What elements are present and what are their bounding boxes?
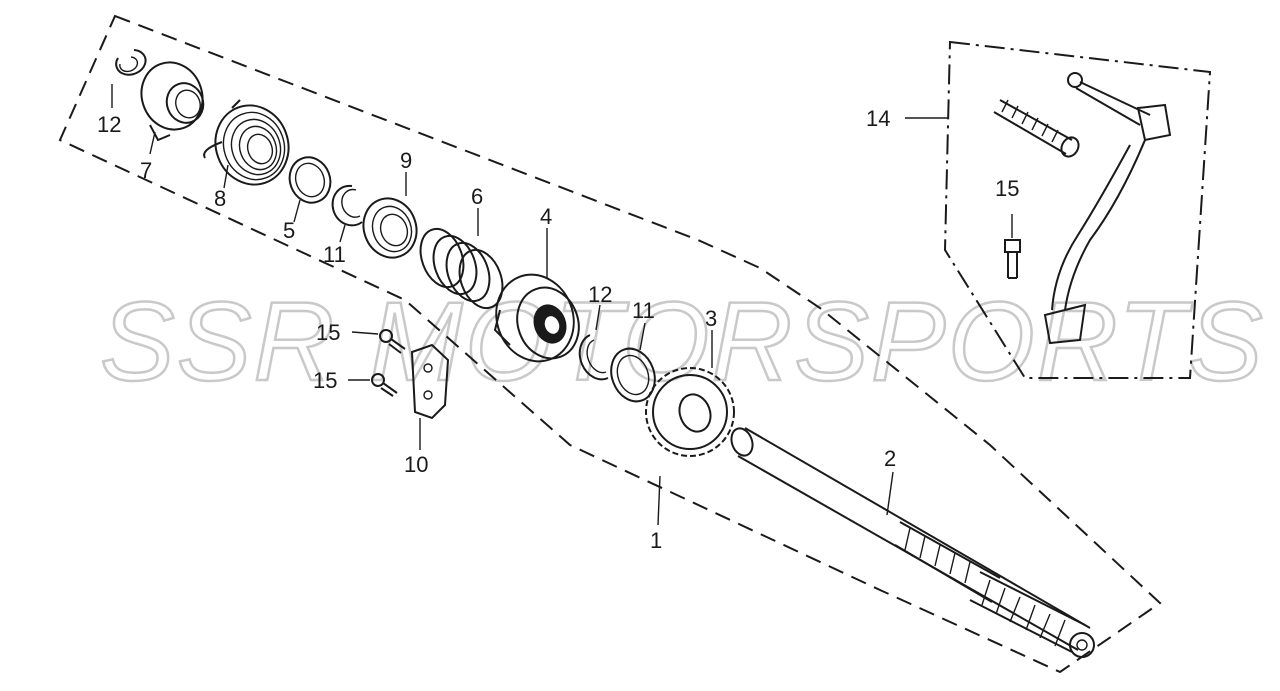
callout-10: 10 bbox=[404, 452, 428, 477]
part-7-kick-guide bbox=[140, 61, 205, 142]
assembly-boundary bbox=[58, 14, 1162, 674]
callout-9: 9 bbox=[400, 148, 412, 173]
part-3-kick-gear bbox=[645, 367, 735, 457]
part-13-circlip bbox=[115, 49, 147, 76]
kick-lever-boundary bbox=[943, 40, 1212, 379]
part-14-kick-lever bbox=[993, 72, 1172, 345]
part-15-bolt-upper bbox=[379, 329, 406, 354]
part-2-kick-shaft bbox=[730, 427, 1095, 658]
part-8-kick-spring bbox=[203, 99, 290, 186]
callout-3: 3 bbox=[705, 306, 717, 331]
callout-4: 4 bbox=[540, 204, 552, 229]
callout-12-lower: 12 bbox=[588, 282, 612, 307]
callout-8: 8 bbox=[214, 186, 226, 211]
part-4-kick-ratchet bbox=[493, 273, 580, 363]
watermark: SSR MOTORSPORTS bbox=[100, 279, 1265, 404]
callout-2: 2 bbox=[884, 446, 896, 471]
callout-6: 6 bbox=[471, 184, 483, 209]
part-9-thrust-washer bbox=[362, 197, 418, 259]
callout-13: 12 bbox=[97, 112, 121, 137]
part-5-washer bbox=[288, 156, 332, 204]
callout-14: 14 bbox=[866, 106, 890, 131]
callout-15-lever: 15 bbox=[995, 176, 1019, 201]
part-15-bolt-lower bbox=[371, 373, 398, 397]
part-11-washer bbox=[610, 347, 656, 403]
leader-lines bbox=[111, 84, 1013, 526]
callout-7: 7 bbox=[140, 158, 152, 183]
part-10-stopper-plate bbox=[410, 343, 450, 420]
callout-15-upper: 15 bbox=[316, 320, 340, 345]
callout-12-upper: 11 bbox=[323, 242, 346, 267]
part-15-bolt-lever bbox=[1004, 239, 1021, 279]
callout-11: 11 bbox=[632, 298, 655, 323]
callout-15-lower: 15 bbox=[313, 368, 337, 393]
callout-5: 5 bbox=[283, 218, 295, 243]
part-12-circlip-lower bbox=[578, 334, 609, 381]
callout-1: 1 bbox=[650, 528, 662, 553]
part-6-ratchet-spring bbox=[419, 227, 504, 310]
part-12-circlip-upper bbox=[331, 184, 363, 227]
